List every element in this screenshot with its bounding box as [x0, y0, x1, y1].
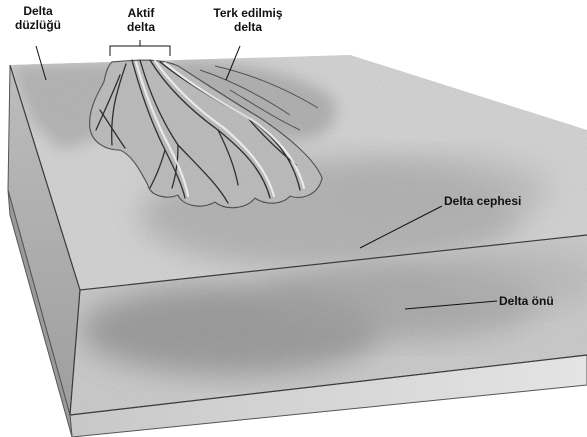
- label-delta-plain: Delta düzlüğü: [6, 4, 70, 32]
- active-delta-bracket: [110, 46, 170, 56]
- label-active-delta-line1: Aktif: [112, 6, 170, 20]
- label-delta-plain-line2: düzlüğü: [6, 18, 70, 32]
- label-abandoned-delta: Terk edilmiş delta: [198, 6, 298, 34]
- label-active-delta-line2: delta: [112, 20, 170, 34]
- label-delta-plain-line1: Delta: [6, 4, 70, 18]
- label-active-delta: Aktif delta: [112, 6, 170, 34]
- label-prodelta: Delta önü: [499, 294, 554, 308]
- label-delta-front: Delta cephesi: [444, 194, 521, 208]
- label-abandoned-delta-line1: Terk edilmiş: [198, 6, 298, 20]
- label-abandoned-delta-line2: delta: [198, 20, 298, 34]
